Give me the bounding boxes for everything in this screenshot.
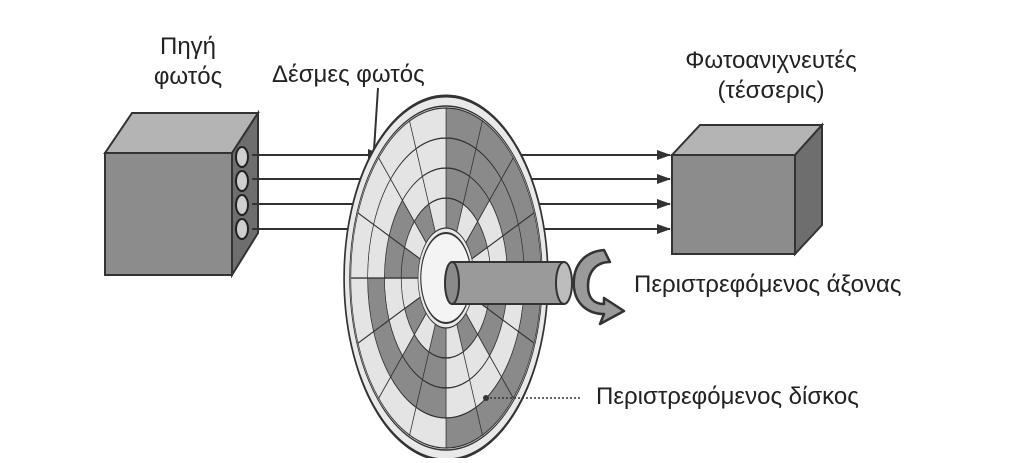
disk-segment — [409, 107, 447, 150]
label-rotating-disk: Περιστρεφόμενος δίσκος — [596, 383, 859, 410]
disk-code-rings — [350, 107, 542, 449]
label-photodetectors-line1: Φωτοανιχνευτές — [685, 47, 857, 74]
label-rotating-shaft: Περιστρεφόμενος άξονας — [634, 271, 902, 298]
photodetector-box — [669, 122, 825, 257]
rotating-disk — [343, 94, 549, 462]
light-source-box — [103, 109, 260, 279]
label-light-source: Πηγή φωτός — [138, 32, 238, 92]
rotating-shaft — [444, 261, 573, 305]
label-light-source-line2: φωτός — [153, 63, 223, 90]
beams-leader-line — [373, 87, 379, 151]
rotation-arrow-icon — [572, 248, 626, 326]
label-light-source-line1: Πηγή — [159, 33, 217, 60]
label-photodetectors-line2: (τέσσερις) — [717, 77, 825, 104]
label-light-beams: Δέσμες φωτός — [272, 61, 425, 88]
disk-leader-dot — [483, 395, 489, 401]
label-photodetectors: Φωτοανιχνευτές (τέσσερις) — [656, 46, 886, 106]
light-emitter-lenses — [235, 146, 249, 240]
